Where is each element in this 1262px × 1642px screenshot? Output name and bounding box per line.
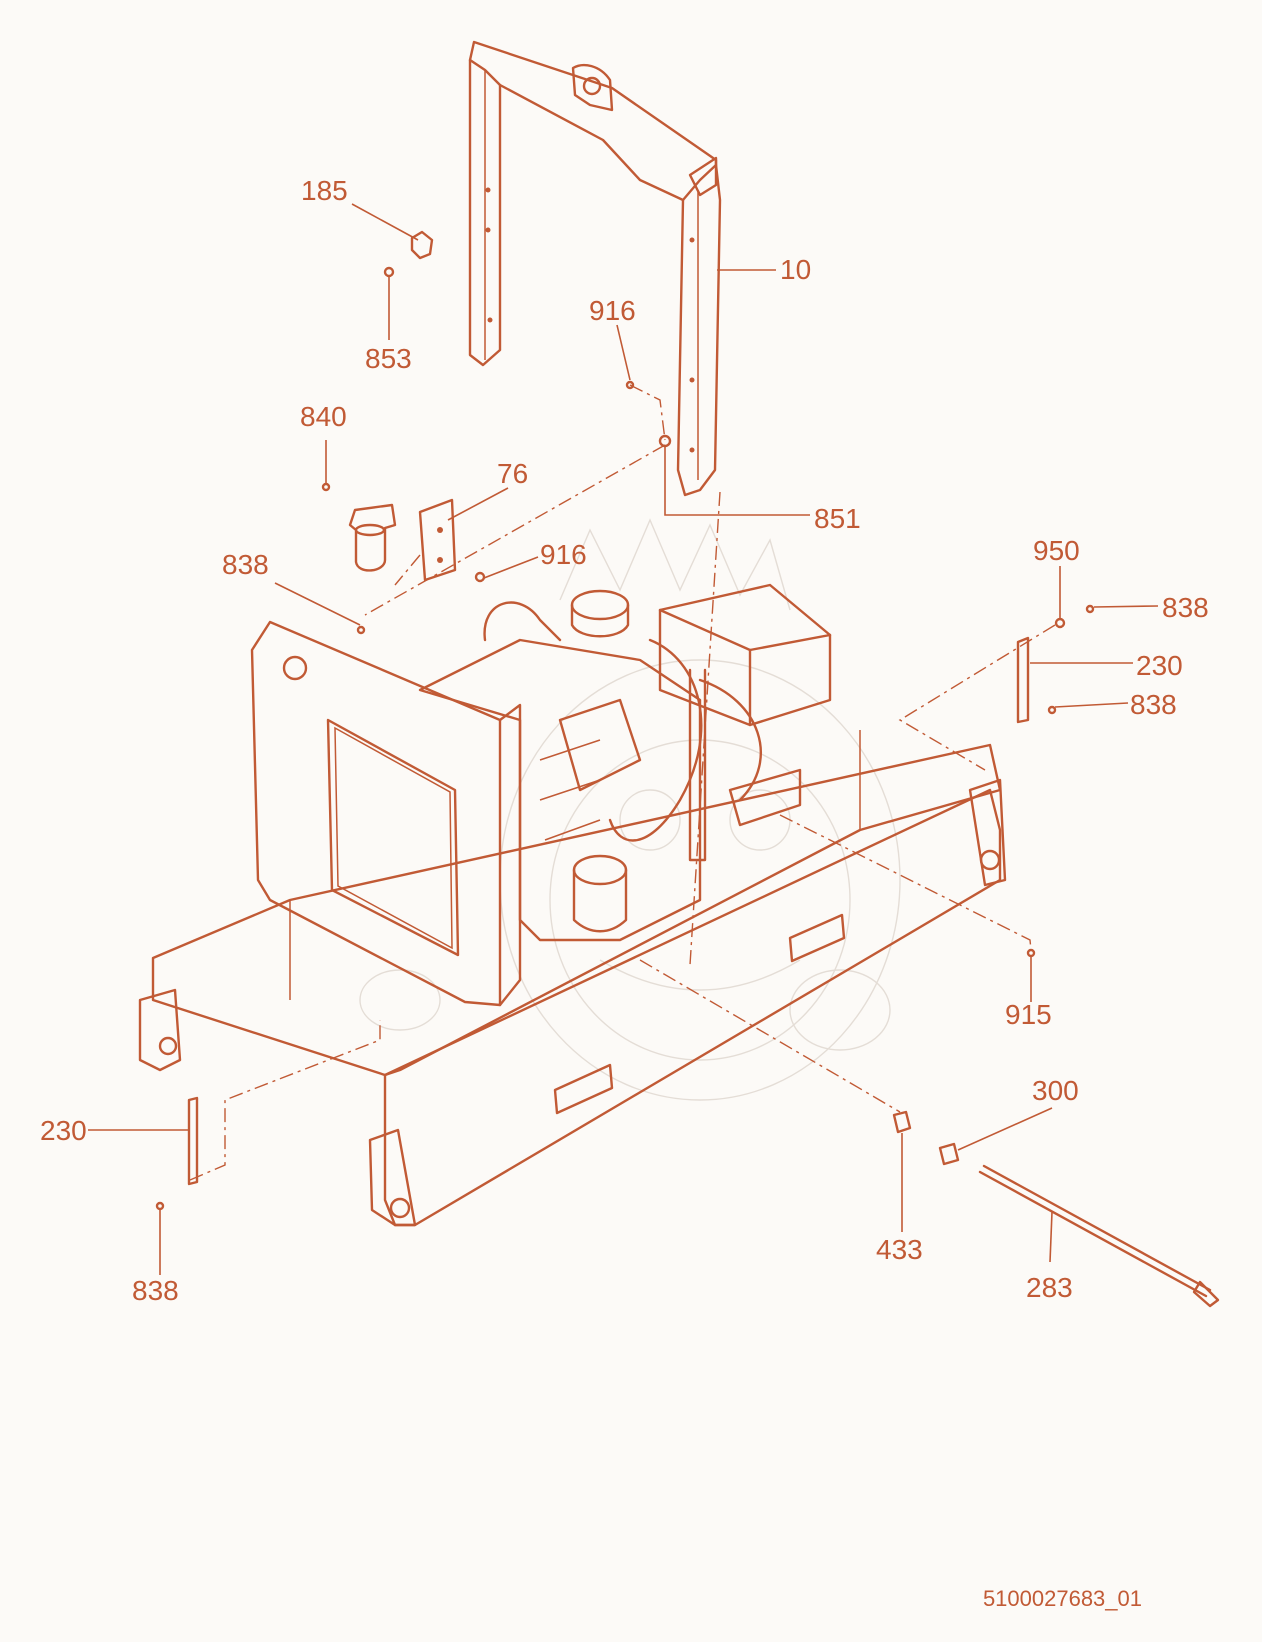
callout-950[interactable]: 950	[1033, 535, 1080, 566]
document-number: 5100027683_01	[982, 1586, 1142, 1611]
callout-838-right[interactable]: 838	[1130, 689, 1177, 720]
lifting-frame-part-10[interactable]	[468, 40, 722, 497]
callout-10[interactable]: 10	[780, 254, 812, 285]
radiator-panel	[250, 620, 522, 1007]
callout-915[interactable]: 915	[1005, 999, 1052, 1030]
clip-part-185[interactable]	[410, 230, 434, 260]
callout-838-bottom-left[interactable]: 838	[132, 1275, 179, 1306]
leader-lines	[88, 203, 1159, 1275]
fasteners	[155, 380, 1095, 1211]
base-frame	[138, 730, 1007, 1227]
callout-851[interactable]: 851	[814, 503, 861, 534]
screw-part-853[interactable]	[383, 266, 395, 278]
callout-853[interactable]: 853	[365, 343, 412, 374]
callout-300[interactable]: 300	[1032, 1075, 1079, 1106]
engine-assembly	[418, 583, 832, 942]
watermark-mascot	[359, 518, 901, 1101]
callout-838-upper-right[interactable]: 838	[1162, 592, 1209, 623]
callout-230-left[interactable]: 230	[40, 1115, 87, 1146]
fitting-part-300[interactable]	[938, 1142, 960, 1166]
callout-283[interactable]: 283	[1026, 1272, 1073, 1303]
callout-840[interactable]: 840	[300, 401, 347, 432]
callout-916-mid[interactable]: 916	[540, 539, 587, 570]
callout-185[interactable]: 185	[301, 175, 348, 206]
assembly-lines	[189, 384, 1056, 1181]
callout-76[interactable]: 76	[497, 458, 529, 489]
bar-part-230-right[interactable]	[1016, 636, 1030, 724]
fitting-part-433[interactable]	[892, 1110, 912, 1134]
callout-230-right[interactable]: 230	[1136, 650, 1183, 681]
fuel-filter-part-840[interactable]	[321, 482, 397, 572]
callout-433[interactable]: 433	[876, 1234, 923, 1265]
bracket-part-76[interactable]	[418, 498, 457, 582]
callout-916-top[interactable]: 916	[589, 295, 636, 326]
drain-hose-part-283[interactable]	[978, 1164, 1220, 1308]
callout-838-upper-left[interactable]: 838	[222, 549, 269, 580]
bar-part-230-left[interactable]	[187, 1096, 199, 1186]
